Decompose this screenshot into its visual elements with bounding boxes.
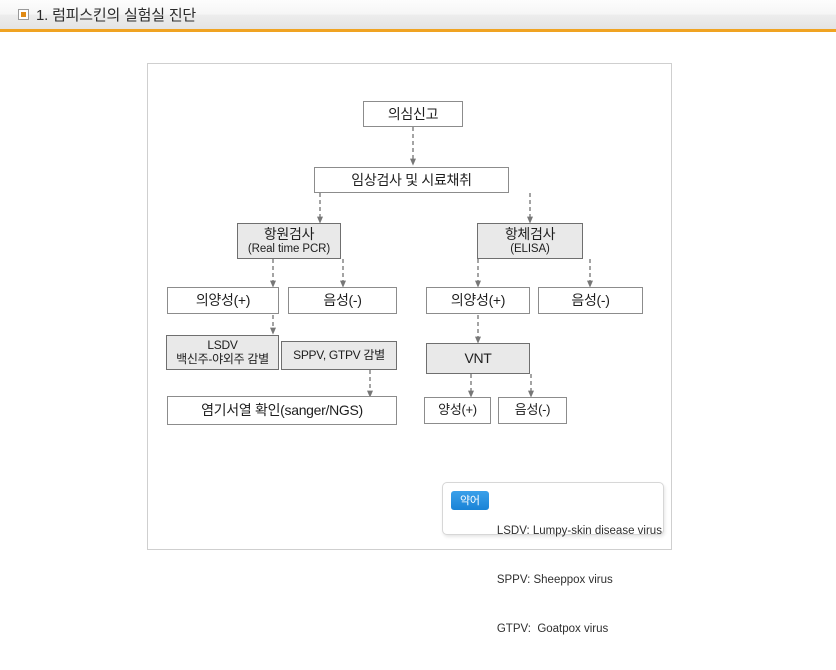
node-label: LSDV	[207, 337, 238, 352]
flowchart-canvas: 의심신고 임상검사 및 시료채취 항원검사 (Real time PCR) 항체…	[148, 64, 671, 635]
node-sequencing[interactable]: 염기서열 확인(sanger/NGS)	[167, 396, 397, 425]
node-suspect-report[interactable]: 의심신고	[363, 101, 463, 127]
node-sublabel: (ELISA)	[510, 242, 550, 255]
node-label: VNT	[464, 350, 492, 367]
node-label: 음성(-)	[571, 292, 610, 309]
page-header: 1. 럼피스킨의 실험실 진단	[0, 0, 836, 32]
node-label: 염기서열 확인(sanger/NGS)	[201, 402, 363, 419]
node-antibody-negative[interactable]: 음성(-)	[538, 287, 643, 314]
node-sublabel: 백신주-야외주 감별	[176, 351, 269, 366]
node-clinical-exam[interactable]: 임상검사 및 시료채취	[314, 167, 509, 193]
node-sublabel: (Real time PCR)	[247, 242, 331, 255]
node-lsdv-differentiation[interactable]: LSDV 백신주-야외주 감별	[166, 335, 279, 370]
node-label: 항체검사	[504, 225, 556, 242]
node-label: 의양성(+)	[195, 292, 251, 309]
node-sppv-gtpv-differentiation[interactable]: SPPV, GTPV 감별	[281, 341, 397, 370]
legend-entry: SPPV: Sheeppox virus	[496, 573, 613, 586]
node-vnt[interactable]: VNT	[426, 343, 530, 374]
node-antigen-test[interactable]: 항원검사 (Real time PCR)	[237, 223, 341, 259]
node-label: SPPV, GTPV 감별	[293, 347, 385, 362]
node-antibody-test[interactable]: 항체검사 (ELISA)	[477, 223, 583, 259]
node-label: 의양성(+)	[450, 292, 506, 309]
legend-entry: GTPV: Goatpox virus	[496, 622, 609, 635]
node-label: 양성(+)	[438, 402, 477, 418]
node-vnt-positive[interactable]: 양성(+)	[424, 397, 491, 424]
node-label: 임상검사 및 시료채취	[351, 171, 472, 188]
legend-entry: LSDV: Lumpy-skin disease virus	[496, 524, 662, 537]
abbreviation-legend: 약어 LSDV: Lumpy-skin disease virus SPPV: …	[442, 482, 664, 635]
node-label: 음성(-)	[514, 402, 551, 418]
legend-entries: LSDV: Lumpy-skin disease virus SPPV: She…	[497, 490, 662, 670]
node-label: 의심신고	[387, 105, 439, 122]
page-header-inner: 1. 럼피스킨의 실험실 진단	[18, 0, 196, 29]
node-antibody-suspect-positive[interactable]: 의양성(+)	[426, 287, 530, 314]
square-bullet-icon	[18, 9, 29, 20]
legend-badge: 약어	[451, 491, 489, 510]
diagram-container: 의심신고 임상검사 및 시료채취 항원검사 (Real time PCR) 항체…	[147, 63, 672, 635]
node-vnt-negative[interactable]: 음성(-)	[498, 397, 567, 424]
node-label: 항원검사	[263, 225, 315, 242]
node-label: 음성(-)	[323, 292, 362, 309]
node-antigen-suspect-positive[interactable]: 의양성(+)	[167, 287, 279, 314]
page-title: 1. 럼피스킨의 실험실 진단	[36, 7, 197, 24]
node-antigen-negative[interactable]: 음성(-)	[288, 287, 397, 314]
